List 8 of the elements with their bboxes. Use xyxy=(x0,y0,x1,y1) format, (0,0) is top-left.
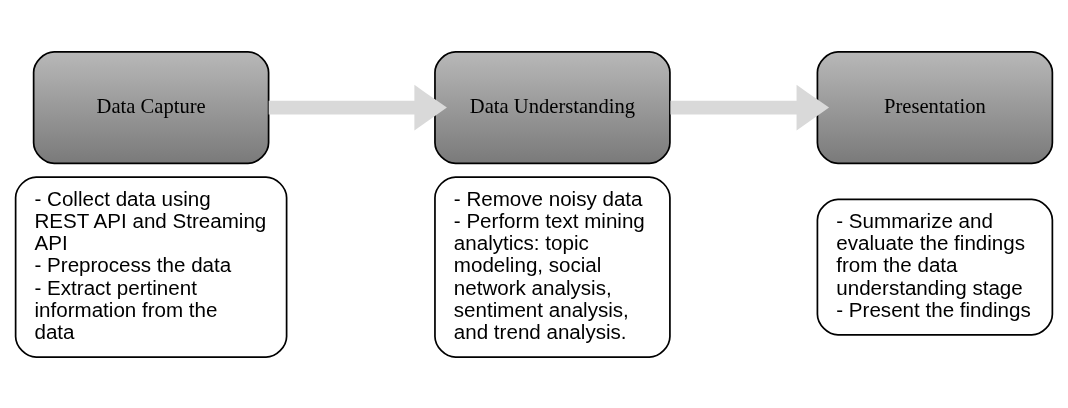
node-box: - Summarize and evaluate the findings from the data understanding stage - Present the findings xyxy=(816,198,1054,336)
node-box: Data Capture xyxy=(32,50,270,164)
arrow xyxy=(268,84,447,130)
node-box: Data Understanding xyxy=(434,50,671,164)
node-box: Presentation xyxy=(816,50,1054,164)
arrow xyxy=(670,84,830,130)
node-box: - Remove noisy data - Perform text mining analytics: topic modeling, social network analysis, sentiment analysis, and trend analysis. xyxy=(434,175,671,358)
node-box: - Collect data using REST API and Streaming API - Preprocess the data - Extract pertinent information from the data xyxy=(14,175,288,358)
